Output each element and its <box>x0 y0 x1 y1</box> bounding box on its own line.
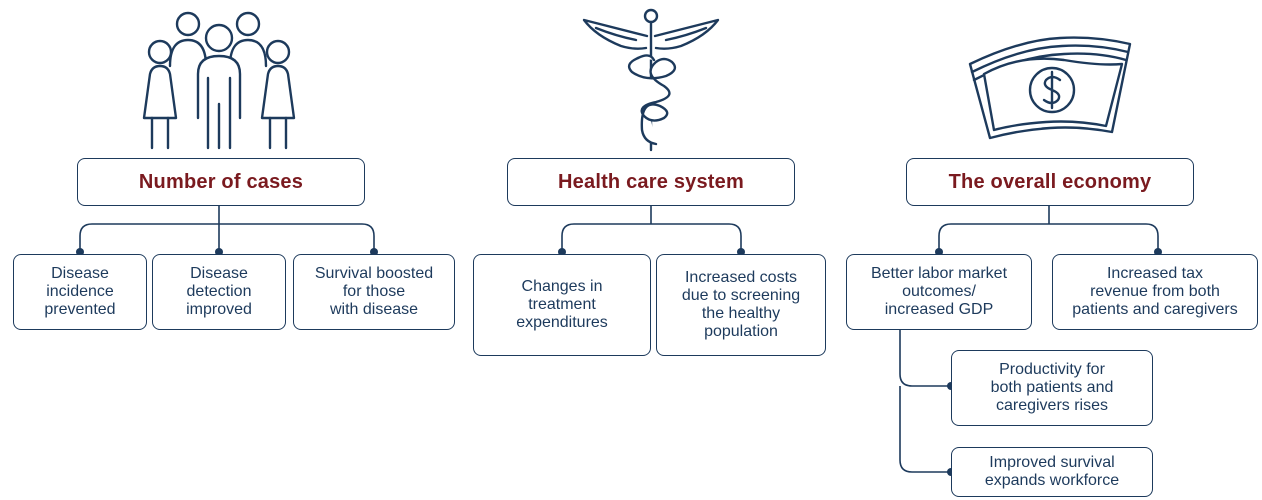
item-screening-costs: Increased costs due to screening the hea… <box>656 254 826 356</box>
heading-overall-economy: The overall economy <box>906 158 1194 206</box>
item-disease-incidence-prevented: Disease incidence prevented <box>13 254 147 330</box>
caduceus-icon <box>582 8 720 152</box>
item-tax-revenue: Increased tax revenue from both patients… <box>1052 254 1258 330</box>
heading-number-of-cases: Number of cases <box>77 158 365 206</box>
people-icon <box>142 11 296 150</box>
subitem-productivity-rises: Productivity for both patients and careg… <box>951 350 1153 426</box>
item-survival-boosted: Survival boosted for those with disease <box>293 254 455 330</box>
item-labor-market-gdp: Better labor market outcomes/ increased … <box>846 254 1032 330</box>
heading-health-care-system: Health care system <box>507 158 795 206</box>
item-disease-detection-improved: Disease detection improved <box>152 254 286 330</box>
item-treatment-expenditures: Changes in treatment expenditures <box>473 254 651 356</box>
subitem-survival-expands-workforce: Improved survival expands workforce <box>951 447 1153 497</box>
money-stack-icon <box>968 36 1132 140</box>
